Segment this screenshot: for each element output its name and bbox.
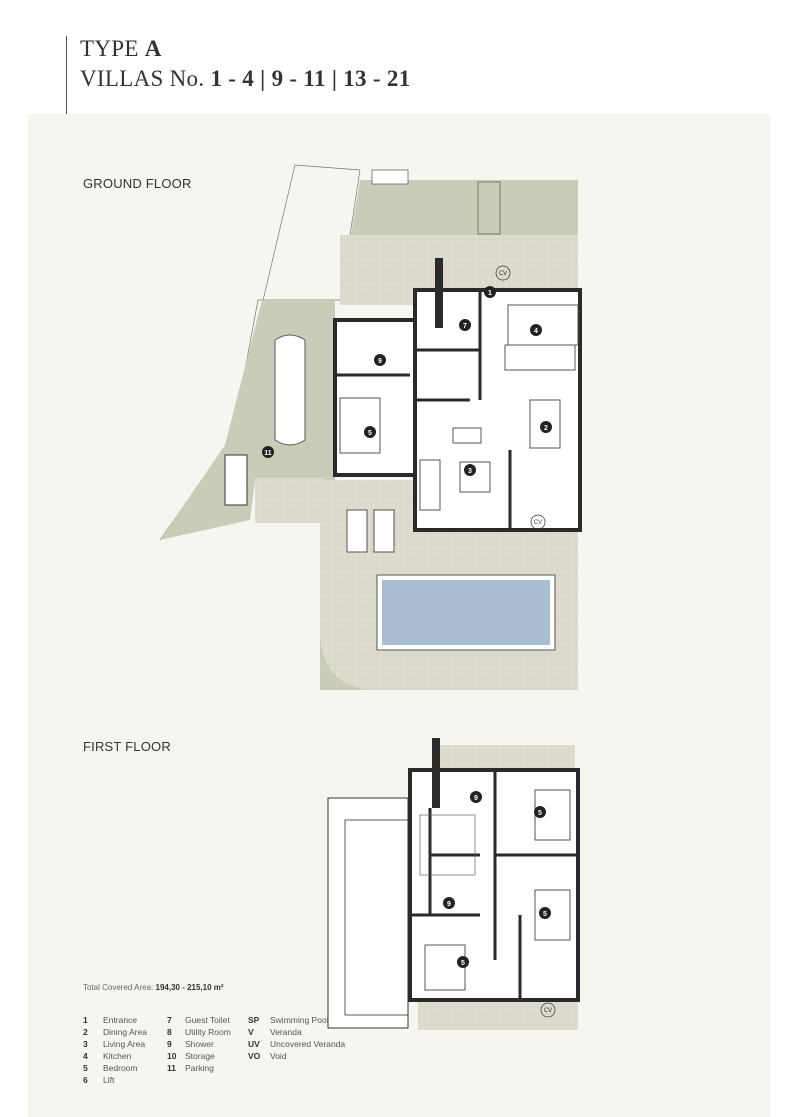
svg-text:5: 5: [543, 911, 547, 918]
legend-key: 3: [83, 1039, 88, 1049]
svg-text:9: 9: [378, 358, 382, 365]
legend-key: 8: [167, 1027, 172, 1037]
legend-key: 6: [83, 1075, 88, 1085]
svg-text:5: 5: [538, 810, 542, 817]
svg-text:9: 9: [474, 795, 478, 802]
villas-title: VILLAS No. 1 - 4 | 9 - 11 | 13 - 21: [80, 66, 411, 91]
svg-text:9: 9: [447, 901, 451, 908]
legend-key: V: [248, 1027, 254, 1037]
svg-text:4: 4: [534, 328, 538, 335]
first-floor-plan: 5 5 5 9 9 CV: [327, 738, 580, 1030]
legend-key: 11: [167, 1063, 176, 1073]
ground-floor-plan: 1 2 3 4 5 7 9 11 CV CV: [159, 164, 582, 690]
svg-text:5: 5: [368, 430, 372, 437]
legend-key: 7: [167, 1015, 172, 1025]
legend-label: Swimming Pool: [270, 1015, 329, 1025]
first-floor-label: FIRST FLOOR: [83, 739, 171, 754]
legend-label: Parking: [185, 1063, 214, 1073]
legend-key: [167, 1075, 185, 1085]
legend-label: Uncovered Veranda: [270, 1039, 346, 1049]
legend-label: Shower: [185, 1039, 214, 1049]
legend-label: Utility Room: [185, 1027, 231, 1037]
svg-text:CV: CV: [499, 271, 507, 277]
legend-key: 10: [167, 1051, 177, 1061]
legend-label: [185, 1075, 248, 1085]
legend-label: Guest Toilet: [185, 1015, 230, 1025]
svg-text:CV: CV: [534, 520, 542, 526]
legend-key: [248, 1063, 270, 1073]
legend-key: 9: [167, 1039, 172, 1049]
legend-label: Storage: [185, 1051, 215, 1061]
ground-floor-label: GROUND FLOOR: [83, 176, 192, 191]
svg-text:2: 2: [544, 425, 548, 432]
legend-key: VO: [248, 1051, 261, 1061]
legend-label: Lift: [103, 1075, 115, 1085]
legend-label: Void: [270, 1051, 287, 1061]
svg-text:3: 3: [468, 468, 472, 475]
title-rule: [66, 36, 67, 176]
legend-key: SP: [248, 1015, 260, 1025]
legend-label: [270, 1075, 360, 1085]
svg-text:11: 11: [264, 450, 272, 457]
legend-label: Veranda: [270, 1027, 302, 1037]
svg-text:CV: CV: [544, 1008, 552, 1014]
legend-key: [248, 1075, 270, 1085]
legend-label: Dining Area: [103, 1027, 147, 1037]
legend-label: Kitchen: [103, 1051, 132, 1061]
type-title: TYPE A: [80, 36, 162, 61]
legend-key: 2: [83, 1027, 88, 1037]
legend-key: 1: [83, 1015, 88, 1025]
legend-key: 5: [83, 1063, 88, 1073]
svg-text:7: 7: [463, 323, 467, 330]
legend-label: Bedroom: [103, 1063, 138, 1073]
legend-label: [270, 1063, 360, 1073]
legend-label: Entrance: [103, 1015, 138, 1025]
total-covered-area: Total Covered Area: 194,30 - 215,10 m²: [83, 983, 224, 992]
legend-label: Living Area: [103, 1039, 146, 1049]
legend-key: UV: [248, 1039, 260, 1049]
svg-text:5: 5: [461, 960, 465, 967]
svg-text:1: 1: [488, 290, 492, 297]
legend-key: 4: [83, 1051, 88, 1061]
